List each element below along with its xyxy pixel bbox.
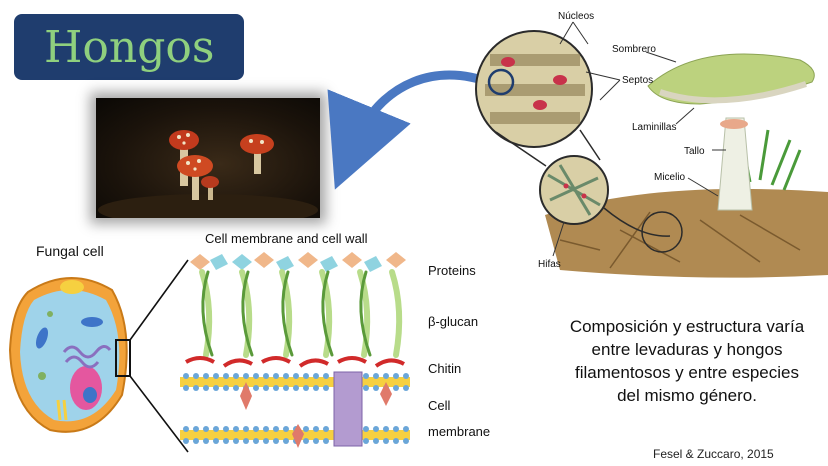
- label-hifas: Hifas: [538, 259, 561, 270]
- fungal-cell-label: Fungal cell: [36, 243, 104, 259]
- label-cell-membrane-2: membrane: [428, 424, 490, 439]
- fungal-cell-diagram: Fungal cell: [8, 243, 189, 453]
- label-micelio: Micelio: [654, 172, 686, 183]
- mushroom-photo: [96, 98, 320, 226]
- chitin-layer: [185, 356, 405, 368]
- label-cell-membrane-1: Cell: [428, 398, 451, 413]
- cell-wall-layers: Cell membrane and cell wall: [180, 231, 490, 448]
- label-proteins: Proteins: [428, 263, 476, 278]
- label-tallo: Tallo: [684, 146, 705, 157]
- lipid-bilayers: [180, 371, 410, 448]
- label-laminillas: Laminillas: [632, 122, 676, 133]
- label-chitin: Chitin: [428, 361, 461, 376]
- cell-wall-heading: Cell membrane and cell wall: [205, 231, 368, 246]
- label-septos: Septos: [622, 75, 653, 86]
- mushroom-anatomy-diagram: Núcleos Septos Sombrero Laminillas Tallo…: [475, 11, 828, 278]
- label-nucleos: Núcleos: [558, 11, 594, 22]
- label-sombrero: Sombrero: [612, 44, 656, 55]
- glucan-strands: [199, 269, 403, 358]
- protein-row: [190, 252, 406, 272]
- citation: Fesel & Zuccaro, 2015: [653, 447, 774, 461]
- label-glucan: β-glucan: [428, 314, 478, 329]
- title-banner: Hongos: [14, 14, 244, 80]
- slide-title: Hongos: [44, 21, 215, 73]
- slide-caption: Composición y estructura varía entre lev…: [569, 317, 805, 405]
